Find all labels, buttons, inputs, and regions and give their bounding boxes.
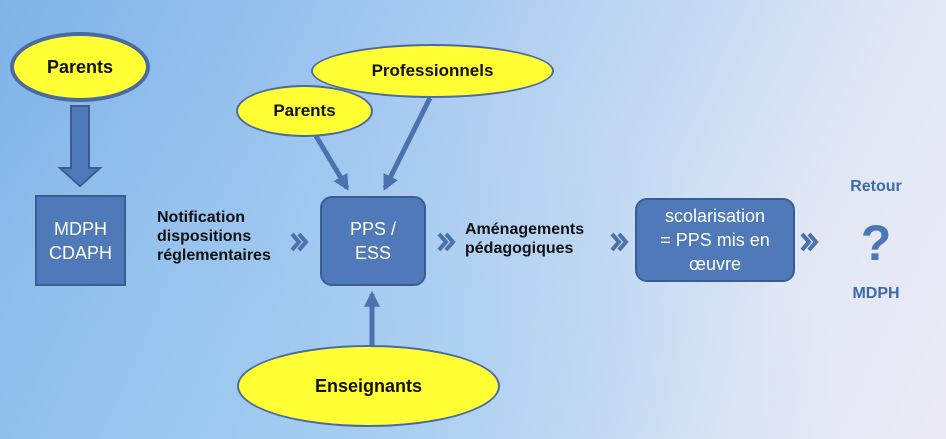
label-amenagements-line1: Aménagements xyxy=(465,221,585,238)
box-pps-line1: PPS / xyxy=(349,219,397,239)
arrow-parents-to-mdph xyxy=(57,105,103,188)
chevron-icon xyxy=(290,232,309,252)
ellipse-parents-top-label: Parents xyxy=(46,56,114,77)
box-scolarisation-line1: scolarisation xyxy=(664,206,766,226)
label-notification: Notification dispositions réglementaires xyxy=(157,208,271,265)
label-amenagements: Aménagements pédagogiques xyxy=(465,220,584,258)
box-mdph-cdaph: MDPH CDAPH xyxy=(35,195,126,286)
box-pps-ess: PPS / ESS xyxy=(320,196,426,286)
arrow-parents-to-pps xyxy=(313,134,350,191)
arrow-professionnels-to-pps xyxy=(382,96,433,191)
chevron-icon xyxy=(437,232,456,252)
retour-label: Retour xyxy=(850,178,902,195)
ellipse-enseignants-label: Enseignants xyxy=(314,375,423,396)
ellipse-enseignants: Enseignants xyxy=(237,345,500,427)
ellipse-professionnels-label: Professionnels xyxy=(371,61,494,80)
box-mdph-line2: CDAPH xyxy=(48,242,112,263)
chevron-icon xyxy=(800,232,819,252)
box-scolarisation: scolarisation = PPS mis en œuvre xyxy=(635,198,795,282)
ellipse-parents-mid-label: Parents xyxy=(273,101,336,120)
label-notification-line1: Notification xyxy=(157,209,245,226)
ellipse-parents-mid: Parents xyxy=(236,85,373,137)
box-mdph-line1: MDPH xyxy=(54,218,107,239)
label-amenagements-line2: pédagogiques xyxy=(465,240,574,257)
chevron-icon xyxy=(610,232,629,252)
ellipse-professionnels: Professionnels xyxy=(311,44,554,98)
label-notification-line3: réglementaires xyxy=(157,247,271,264)
retour-mdph-label: MDPH xyxy=(852,285,900,302)
ellipse-parents-top: Parents xyxy=(10,32,150,102)
box-scolarisation-line3: œuvre xyxy=(688,254,741,274)
box-pps-line2: ESS xyxy=(354,243,392,263)
question-mark: ? xyxy=(860,215,892,271)
box-scolarisation-line2: = PPS mis en xyxy=(660,230,770,250)
label-notification-line2: dispositions xyxy=(157,228,252,245)
